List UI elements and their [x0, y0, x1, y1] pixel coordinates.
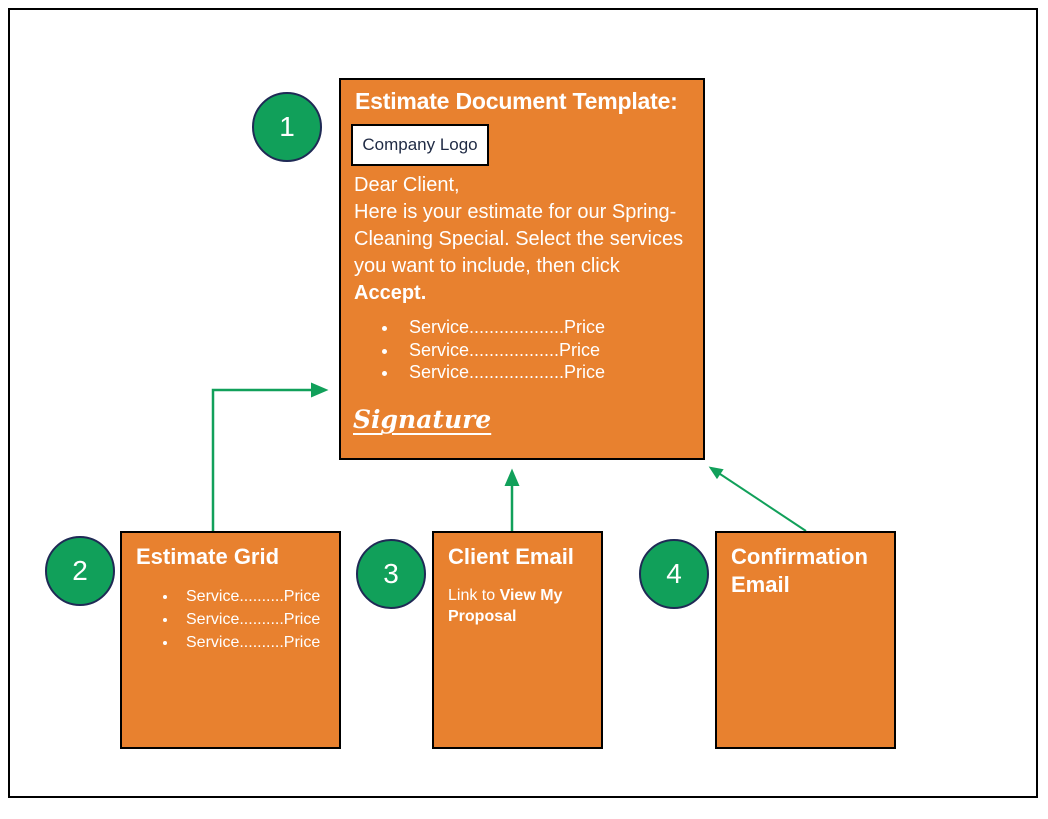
estimate-grid-service-list: Service..........Price Service..........… — [138, 585, 320, 654]
estimate-body-text: Here is your estimate for our Spring-Cle… — [354, 201, 684, 277]
list-item: Service...................Price — [399, 361, 605, 384]
list-item: Service..................Price — [399, 339, 605, 362]
signature-line: Signature — [353, 405, 492, 434]
page-border — [8, 8, 1038, 798]
client-email-link-line: Link to View My Proposal — [448, 585, 593, 627]
company-logo-label: Company Logo — [362, 135, 478, 154]
company-logo-placeholder: Company Logo — [351, 124, 489, 166]
estimate-grid-title: Estimate Grid — [136, 544, 280, 569]
client-email-panel: Client Email Link to View My Proposal — [432, 531, 603, 749]
step-number: 1 — [279, 111, 295, 142]
step-number: 4 — [666, 558, 682, 589]
list-item: Service..........Price — [178, 631, 320, 654]
client-email-title: Client Email — [448, 544, 574, 569]
list-item: Service...................Price — [399, 316, 605, 339]
estimate-accept-word: Accept. — [354, 282, 427, 304]
estimate-document-title: Estimate Document Template: — [355, 88, 678, 114]
view-my-proposal-link[interactable]: View My Proposal — [448, 587, 563, 625]
link-prefix-text: Link to — [448, 587, 500, 604]
step-number: 3 — [383, 558, 399, 589]
estimate-document-service-list: Service...................Price Service.… — [357, 316, 605, 384]
list-item: Service..........Price — [178, 608, 320, 631]
step-badge-4: 4 — [639, 539, 709, 609]
step-number: 2 — [72, 555, 88, 586]
estimate-document-template-panel: Estimate Document Template: Company Logo… — [339, 78, 705, 460]
estimate-document-body: Dear Client, Here is your estimate for o… — [354, 172, 694, 307]
step-badge-3: 3 — [356, 539, 426, 609]
step-badge-1: 1 — [252, 92, 322, 162]
confirmation-email-panel: Confirmation Email — [715, 531, 896, 749]
step-badge-2: 2 — [45, 536, 115, 606]
list-item: Service..........Price — [178, 585, 320, 608]
confirmation-email-title: Confirmation Email — [731, 544, 868, 597]
estimate-greeting: Dear Client, — [354, 174, 460, 196]
estimate-grid-panel: Estimate Grid Service..........Price Ser… — [120, 531, 341, 749]
